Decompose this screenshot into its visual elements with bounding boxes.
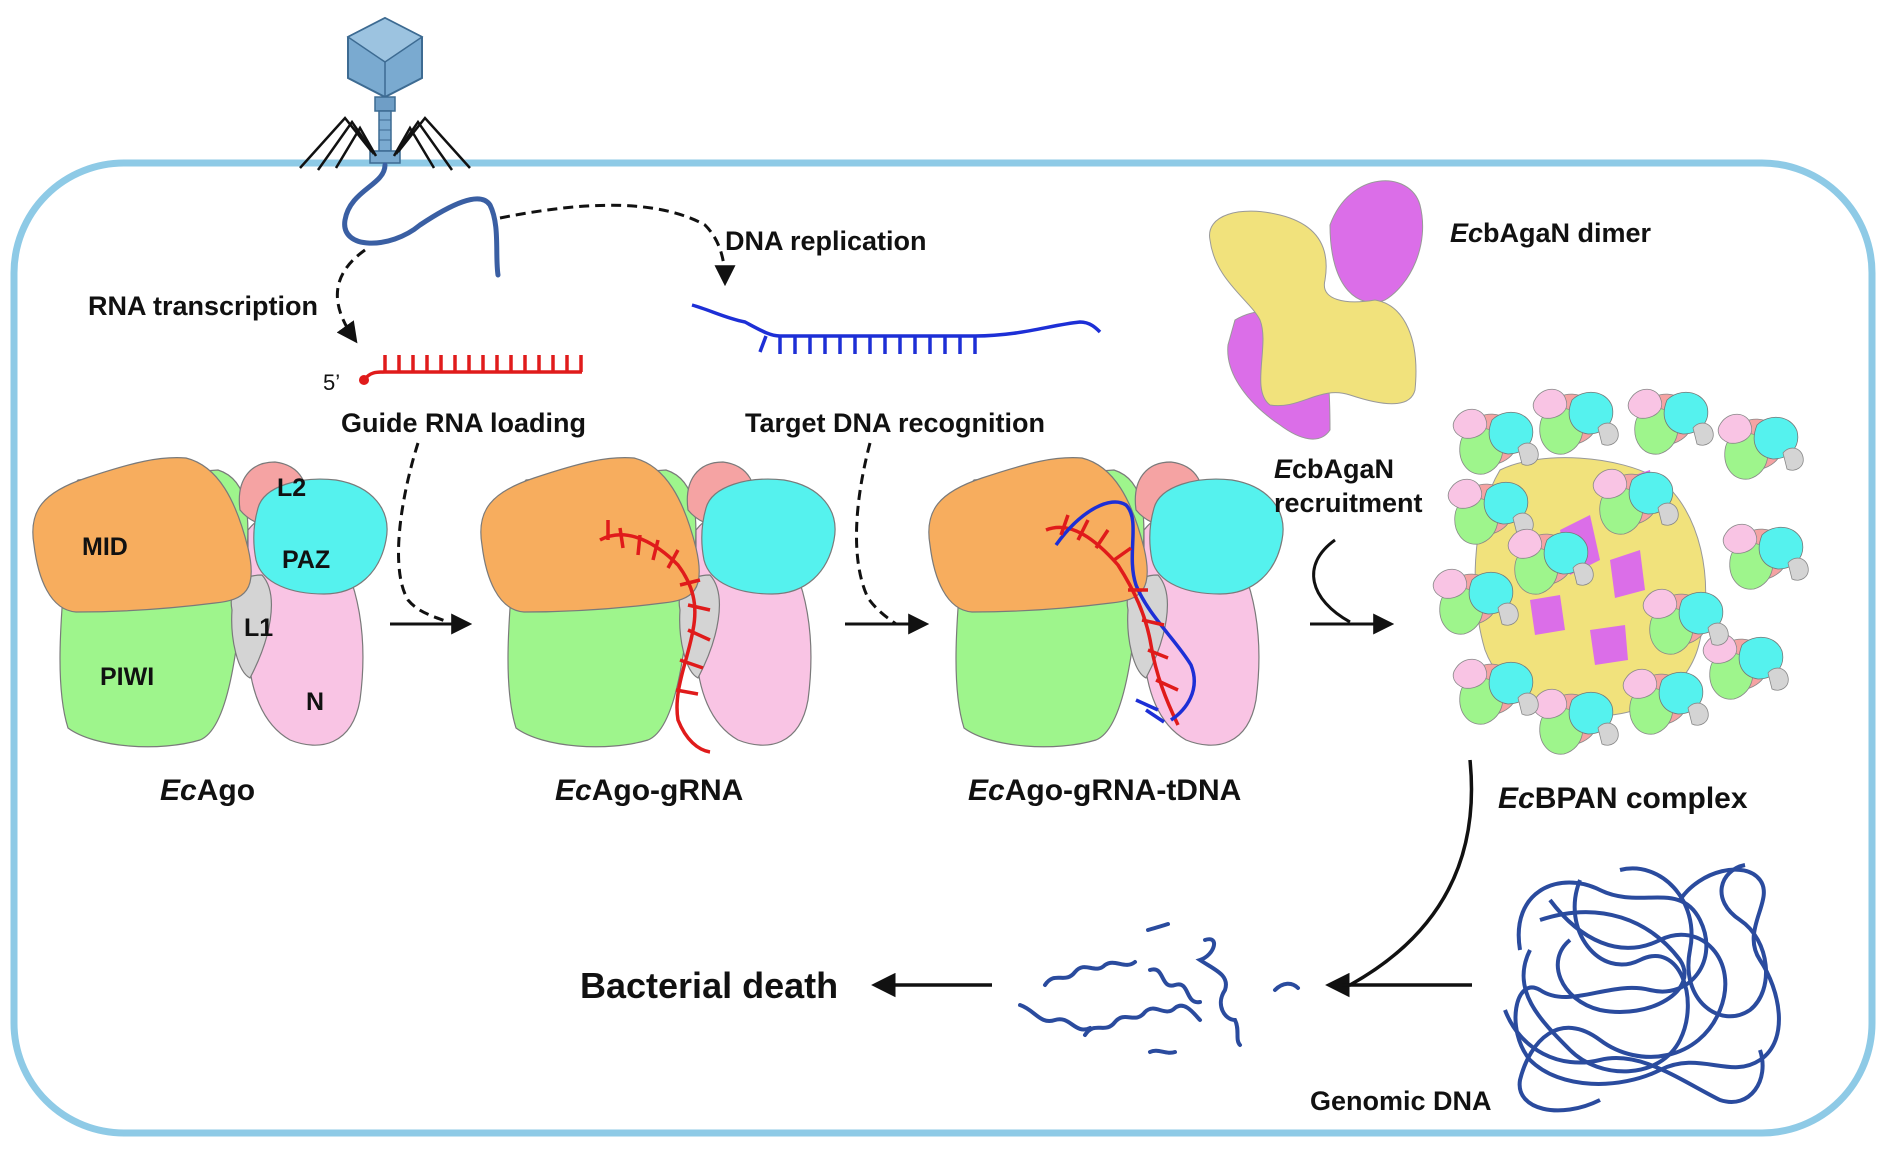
domain-l2-label: L2: [277, 474, 306, 502]
dna-replication-arrow: [499, 203, 736, 287]
ecago-grna-tdna-title: EcAgo-gRNA-tDNA: [968, 774, 1241, 807]
ecago-protein: MID L2 PAZ L1 PIWI N: [32, 457, 388, 748]
genomic-dna-tangle: [1503, 863, 1781, 1113]
ecago-grna-title: EcAgo-gRNA: [555, 774, 743, 807]
bacterial-cell-outline: [10, 159, 1876, 1137]
genomic-dna-label: Genomic DNA: [1310, 1086, 1492, 1116]
rna-transcription-arrow: [335, 248, 366, 344]
guide-rna-loading-label: Guide RNA loading: [341, 408, 586, 438]
ecago-grna-complex: [480, 457, 836, 754]
target-recognition-arrow: [854, 442, 897, 626]
ecago-grna-tdna-complex: [928, 457, 1284, 748]
target-dna-recognition-label: Target DNA recognition: [745, 408, 1045, 438]
rna-transcription-label: RNA transcription: [88, 291, 318, 321]
ecbagan-dimer: [1209, 180, 1424, 440]
ecbagan-dimer-label: EcbAgaN dimer: [1450, 218, 1652, 248]
domain-paz-label: PAZ: [282, 546, 330, 574]
phage-icon: [299, 16, 471, 171]
five-prime-label: 5’: [323, 370, 340, 395]
domain-n-label: N: [306, 688, 324, 716]
ecbagan-recruitment-label-line1: EcbAgaN: [1274, 454, 1394, 484]
recruitment-curve: [1312, 538, 1351, 624]
ecbpan-to-degradation-arrow: [1325, 759, 1474, 998]
dna-fragments: [1018, 922, 1300, 1055]
dna-replication-label: DNA replication: [725, 226, 927, 256]
guide-rna-strand: [359, 355, 583, 385]
target-dna-strand: [691, 303, 1102, 354]
guide-loading-arrow: [397, 442, 449, 624]
ecago-title: EcAgo: [160, 774, 255, 807]
domain-l1-label: L1: [244, 614, 273, 642]
domain-mid-label: MID: [82, 533, 128, 561]
ecbagan-recruitment-label-line2: recruitment: [1274, 488, 1423, 518]
phage-dna-strand: [342, 162, 501, 278]
domain-piwi-label: PIWI: [100, 663, 154, 691]
ecbpan-complex-title: EcBPAN complex: [1498, 782, 1748, 815]
ecbpan-complex: [1432, 388, 1809, 755]
bacterial-death-label: Bacterial death: [580, 965, 838, 1006]
